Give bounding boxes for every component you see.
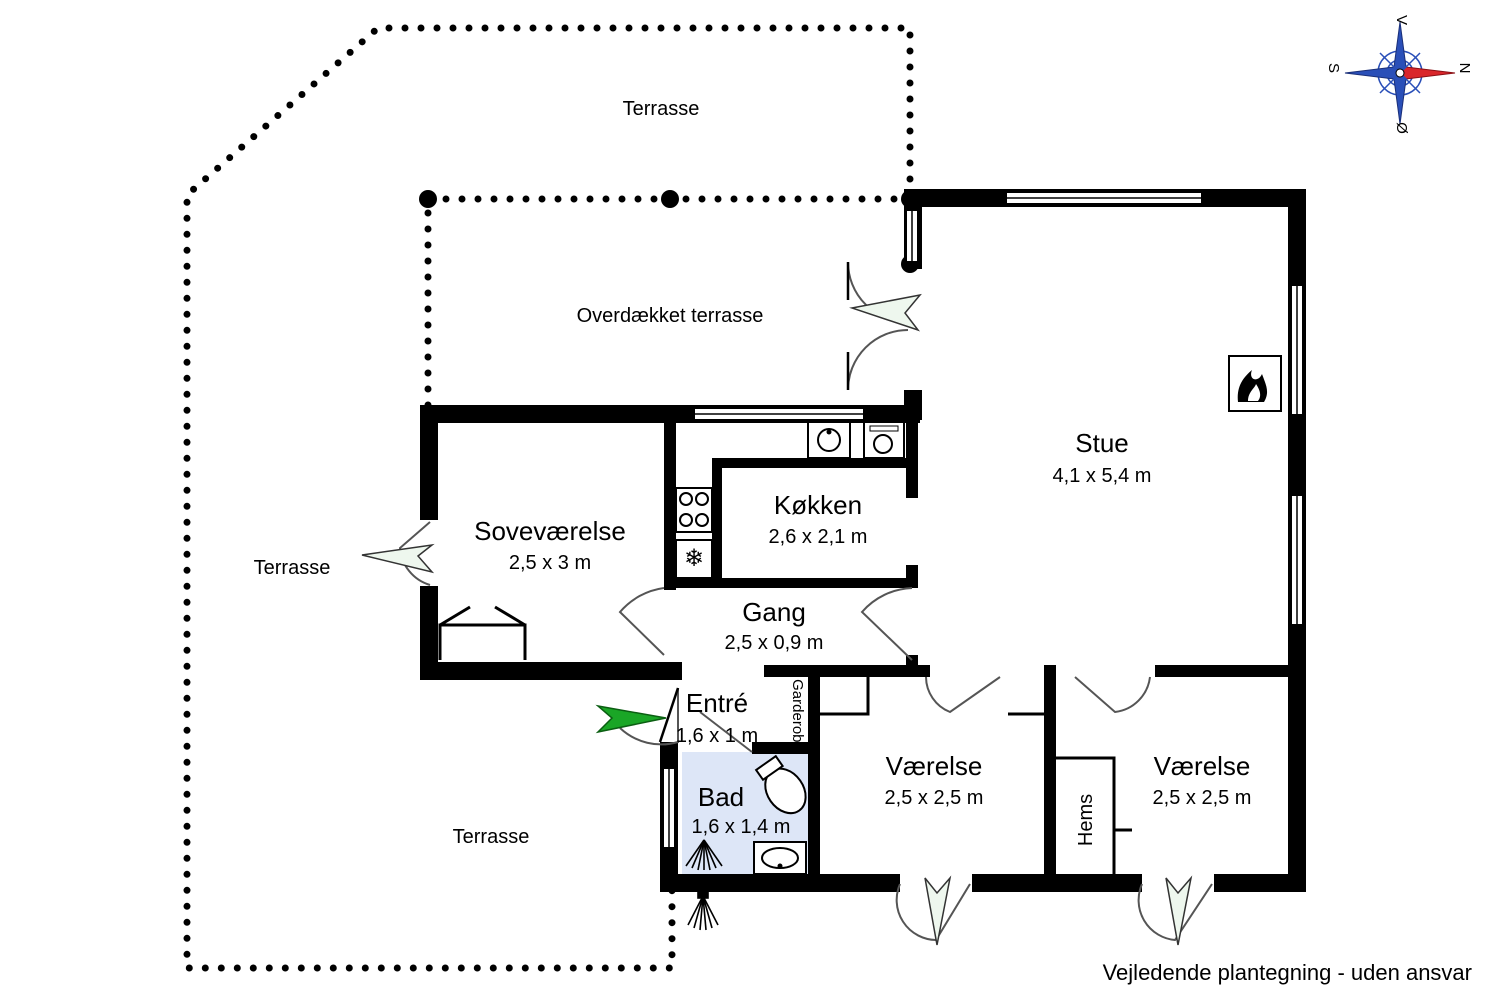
kitchen-sink [807, 421, 851, 459]
room-size-kokken: 2,6 x 2,1 m [769, 526, 868, 548]
compass-label-o: Ø [1393, 122, 1410, 134]
room-size-vaerelse-1: 2,5 x 2,5 m [885, 787, 984, 809]
post [661, 190, 679, 208]
terrace-outline [183, 24, 914, 972]
room-name-vaerelse-2: Værelse [1154, 751, 1251, 781]
room-name-sovevaerelse: Soveværelse [474, 516, 626, 546]
post [419, 190, 437, 208]
entry-arrow-terrace-door [849, 293, 922, 332]
entry-arrow-room2 [1165, 875, 1193, 946]
fridge: ❄ [675, 539, 713, 579]
room-size-bad: 1,6 x 1,4 m [692, 816, 791, 838]
compass-label-v: V [1393, 15, 1410, 25]
label-terrasse-bottom: Terrasse [453, 826, 530, 848]
svg-text:❄: ❄ [684, 545, 704, 572]
room-name-stue: Stue [1075, 428, 1129, 458]
covered-terrace-outline [424, 195, 914, 409]
toilet [754, 754, 807, 815]
doors [398, 261, 1213, 942]
room-name-bad: Bad [698, 782, 744, 812]
compass-rose-icon [1344, 21, 1456, 125]
room-size-entre: 1,6 x 1 m [676, 725, 758, 747]
bath-sink [753, 841, 807, 875]
stove [675, 487, 713, 533]
room-name-vaerelse-1: Værelse [886, 751, 983, 781]
room-name-gang: Gang [742, 597, 806, 627]
entry-arrow-bedroom [361, 543, 435, 574]
label-terrasse-top: Terrasse [623, 98, 700, 120]
room-size-sovevaerelse: 2,5 x 3 m [509, 552, 591, 574]
label-terrasse-left: Terrasse [254, 557, 331, 579]
label-overdaekket-terrasse: Overdækket terrasse [577, 305, 764, 327]
disclaimer-text: Vejledende plantegning - uden ansvar [1103, 960, 1472, 985]
room-size-gang: 2,5 x 0,9 m [725, 632, 824, 654]
label-garderobe: Garderobe [789, 679, 806, 751]
washing-machine [863, 421, 905, 459]
outdoor-shower-icon [687, 891, 719, 931]
fireplace [1228, 355, 1282, 412]
room-name-entre: Entré [686, 688, 748, 718]
windows [662, 191, 1304, 849]
entry-arrow-room1 [924, 875, 952, 946]
compass-label-s: S [1325, 63, 1342, 73]
interior-walls [664, 420, 1295, 885]
entry-arrows [361, 293, 1193, 946]
room-name-kokken: Køkken [774, 490, 862, 520]
shower-icon [685, 839, 723, 871]
entry-arrow-main [595, 704, 667, 734]
compass-label-n: N [1456, 63, 1473, 74]
room-size-stue: 4,1 x 5,4 m [1053, 465, 1152, 487]
room-size-vaerelse-2: 2,5 x 2,5 m [1153, 787, 1252, 809]
label-hems: Hems [1075, 794, 1097, 846]
